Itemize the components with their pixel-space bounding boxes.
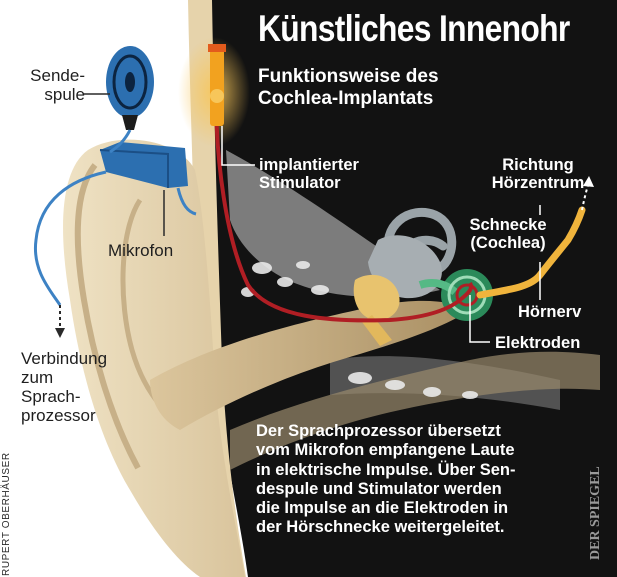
label-verbindung: Verbindung zum Sprach- prozessor xyxy=(21,349,107,425)
page-title: Künstliches Innenohr xyxy=(258,8,570,50)
label-stimulator-line-2: Stimulator xyxy=(259,174,341,192)
label-verbindung-line-1: Verbindung xyxy=(21,349,107,368)
photo-credit: RUPERT OBERHÄUSER xyxy=(1,452,12,576)
caption-text: Der Sprachprozessor übersetzt vom Mikrof… xyxy=(256,422,516,538)
label-mikrofon: Mikrofon xyxy=(108,241,173,260)
stimulator xyxy=(208,44,226,126)
label-hoernerv: Hörnerv xyxy=(518,303,581,321)
caption-line-6: der Hörschnecke weitergeleitet. xyxy=(256,518,505,536)
label-stimulator: implantierter Stimulator xyxy=(259,156,359,193)
label-verbindung-line-2: zum xyxy=(21,368,53,387)
label-verbindung-line-4: prozessor xyxy=(21,406,96,425)
label-elektroden: Elektroden xyxy=(495,334,580,352)
label-schnecke: Schnecke (Cochlea) xyxy=(456,216,560,253)
label-sendespule-line-1: Sende- xyxy=(30,66,85,85)
subtitle-line-1: Funktionsweise des xyxy=(258,66,439,87)
caption-line-2: vom Mikrofon empfangene Laute xyxy=(256,441,515,459)
label-richtung-line-2: Hörzentrum xyxy=(492,174,585,192)
label-sendespule-line-2: spule xyxy=(44,85,85,104)
label-schnecke-line-1: Schnecke xyxy=(469,216,546,234)
subtitle-line-2: Cochlea-Implantats xyxy=(258,88,433,109)
sending-coil xyxy=(106,46,154,130)
label-richtung-line-1: Richtung xyxy=(502,156,574,174)
label-schnecke-line-2: (Cochlea) xyxy=(470,234,545,252)
label-richtung: Richtung Hörzentrum xyxy=(486,156,590,193)
subtitle: Funktionsweise des Cochlea-Implantats xyxy=(258,66,439,111)
label-verbindung-line-3: Sprach- xyxy=(21,387,81,406)
caption-line-4: despule und Stimulator werden xyxy=(256,480,502,498)
caption-line-1: Der Sprachprozessor übersetzt xyxy=(256,422,501,440)
label-stimulator-line-1: implantierter xyxy=(259,156,359,174)
spiegel-logo: DER SPIEGEL xyxy=(588,466,604,560)
label-sendespule: Sende- spule xyxy=(20,66,85,104)
caption-line-5: die Impulse an die Elektroden in xyxy=(256,499,508,517)
caption-line-3: in elektrische Impulse. Über Sen- xyxy=(256,461,516,479)
